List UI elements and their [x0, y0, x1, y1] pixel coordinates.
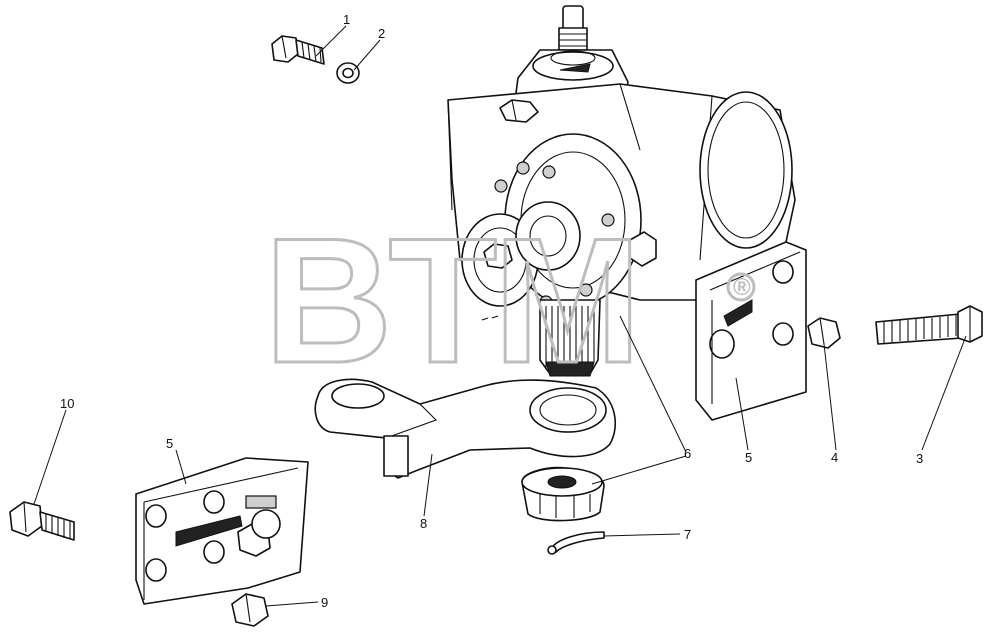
- nut-part-4: [807, 317, 841, 349]
- pitman-arm-part-8: [314, 378, 617, 479]
- callout-1: 1: [343, 12, 350, 27]
- callout-2: 2: [378, 26, 385, 41]
- btm-watermark: BTM ®: [263, 200, 756, 402]
- callout-10: 10: [60, 396, 74, 411]
- callout-9: 9: [321, 595, 328, 610]
- mounting-bracket-left-part-5: [135, 457, 309, 605]
- callout-3: 3: [916, 451, 923, 466]
- cotter-pin-part-7: [547, 531, 605, 555]
- callout-labels: 1 2 3 4 5 5 6 7 8 9 10: [60, 12, 923, 610]
- steering-gear-housing: [447, 5, 796, 377]
- callout-7: 7: [684, 527, 691, 542]
- bolt-part-10: [9, 501, 75, 541]
- callout-5-right: 5: [745, 450, 752, 465]
- callout-4: 4: [831, 450, 838, 465]
- watermark-registered-mark: ®: [733, 274, 751, 301]
- castle-nut-part-6: [521, 466, 605, 522]
- mounting-bracket-right-part-5: [695, 241, 807, 421]
- watermark-text: BTM: [264, 201, 638, 400]
- leader-lines: [33, 25, 967, 607]
- nut-part-9: [231, 593, 269, 627]
- spring-washer-part-2: [336, 62, 360, 84]
- callout-6: 6: [684, 446, 691, 461]
- bolt-part-1: [271, 35, 325, 65]
- callout-5-left: 5: [166, 436, 173, 451]
- long-bolt-part-3: [875, 305, 983, 345]
- callout-8: 8: [420, 516, 427, 531]
